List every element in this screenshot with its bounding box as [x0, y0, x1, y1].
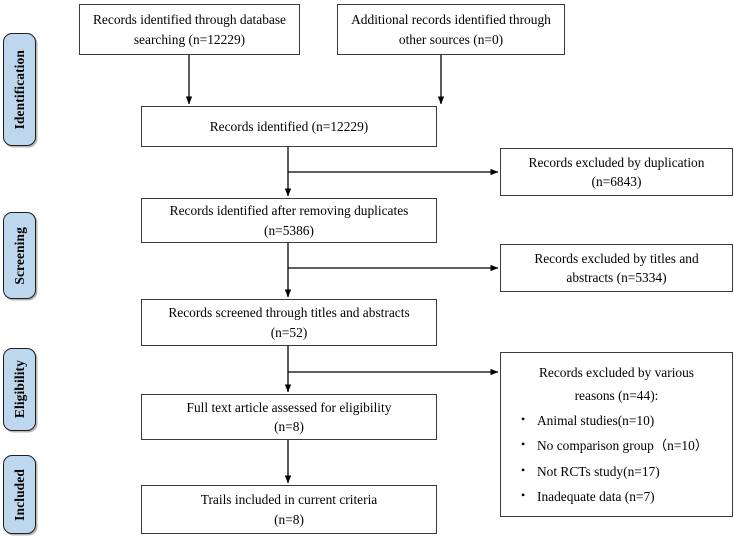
reason-item: No comparison group（n=10） [507, 438, 726, 452]
box-line: searching (n=12229) [133, 31, 246, 47]
stage-tab-eligibility: Eligibility [3, 348, 36, 431]
box-line: (n=8) [274, 511, 304, 527]
stage-label-included: Included [11, 468, 27, 521]
reason-item: Not RCTs study(n=17) [507, 464, 726, 478]
box-records-screened-titles-abstracts: Records screened through titles and abst… [141, 299, 437, 346]
box-line: Records identified (n=12229) [209, 118, 369, 134]
box-line: Additional records identified through [351, 12, 551, 28]
box-line: Records identified through database [93, 12, 286, 28]
box-line: Records excluded by titles and [534, 250, 699, 266]
box-excluded-various-reasons: Records excluded by various reasons (n=4… [500, 352, 733, 517]
box-records-after-removing-duplicates: Records identified after removing duplic… [141, 198, 437, 243]
stage-tab-screening: Screening [3, 212, 36, 299]
box-full-text-assessed: Full text article assessed for eligibili… [141, 394, 437, 440]
box-line: other sources (n=0) [398, 31, 504, 47]
stage-tab-identification: Identification [3, 33, 36, 146]
box-line: (n=5386) [264, 222, 314, 238]
reasons-list: Animal studies(n=10) No comparison group… [507, 413, 726, 516]
stage-label-eligibility: Eligibility [11, 360, 27, 419]
reasons-heading-line1: Records excluded by various [538, 365, 695, 380]
box-line: (n=6843) [591, 174, 642, 189]
box-additional-records-other-sources: Additional records identified through ot… [337, 4, 565, 55]
box-excluded-titles-abstracts: Records excluded by titles and abstracts… [500, 244, 733, 292]
box-line: (n=8) [274, 419, 304, 434]
stage-label-screening: Screening [11, 226, 27, 285]
box-records-identified-database: Records identified through database sear… [79, 4, 300, 55]
box-line: (n=52) [270, 324, 308, 340]
stage-label-identification: Identification [11, 49, 27, 130]
box-line: Records screened through titles and abst… [168, 305, 410, 321]
box-excluded-duplication: Records excluded by duplication (n=6843) [500, 148, 733, 196]
box-line: Trails included in current criteria [200, 492, 378, 508]
box-line: Records identified after removing duplic… [169, 203, 409, 219]
stage-tab-included: Included [3, 455, 36, 534]
box-trials-included: Trails included in current criteria (n=8… [141, 485, 437, 534]
box-records-identified-total: Records identified (n=12229) [141, 106, 437, 147]
box-line: Full text article assessed for eligibili… [186, 399, 392, 415]
reasons-heading-line2: reasons (n=44): [574, 388, 659, 404]
box-line: Records excluded by duplication [528, 154, 705, 170]
reason-item: Inadequate data (n=7) [507, 489, 726, 503]
box-line: abstracts (n=5334) [566, 270, 667, 285]
reason-item: Animal studies(n=10) [507, 413, 726, 427]
